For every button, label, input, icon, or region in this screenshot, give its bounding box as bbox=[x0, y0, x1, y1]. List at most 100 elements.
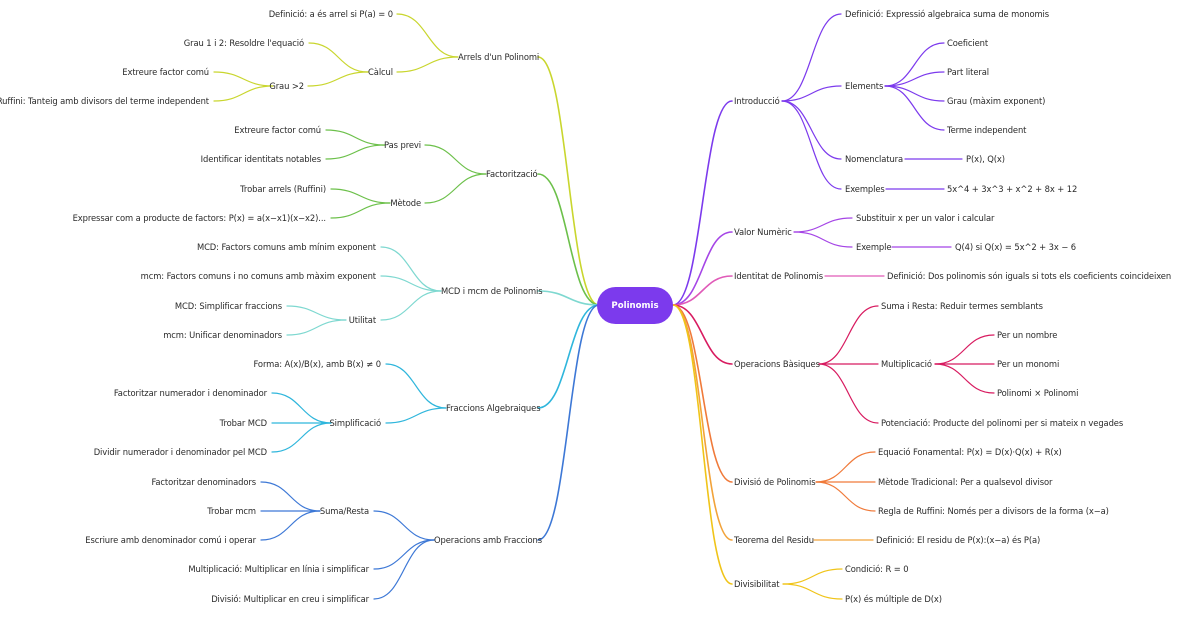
node-valor[interactable]: Valor Numèric bbox=[734, 227, 792, 237]
node-el-coeficient[interactable]: Coeficient bbox=[947, 38, 989, 48]
node-nomenclatura[interactable]: Nomenclatura bbox=[845, 154, 904, 164]
link-fraccions-simp bbox=[385, 407, 447, 424]
link-simp-dividir bbox=[271, 422, 332, 453]
node-operacions[interactable]: Operacions Bàsiques bbox=[734, 359, 820, 369]
node-grau2-ruffini[interactable]: Ruffini: Tanteig amb divisors del terme … bbox=[0, 96, 209, 106]
node-utilitat-mcd[interactable]: MCD: Simplificar fraccions bbox=[174, 301, 282, 311]
link-mcd-utilitat bbox=[380, 290, 442, 321]
link-op-potenciacio bbox=[818, 363, 879, 424]
node-arrels[interactable]: Arrels d'un Polinomi bbox=[458, 52, 540, 62]
link-mcd-def bbox=[380, 246, 442, 292]
node-identitat[interactable]: Identitat de Polinomis bbox=[734, 271, 823, 281]
link-simp-factoritzar bbox=[271, 392, 332, 424]
link-residu bbox=[672, 304, 733, 541]
link-pas-factor bbox=[325, 129, 386, 146]
link-introduccio bbox=[672, 100, 733, 306]
node-pas-previ[interactable]: Pas previ bbox=[384, 140, 421, 150]
node-grau2-factor[interactable]: Extreure factor comú bbox=[122, 67, 209, 77]
node-pas-identitats[interactable]: Identificar identitats notables bbox=[200, 154, 321, 164]
node-div-condicio[interactable]: Condició: R = 0 bbox=[845, 564, 909, 574]
link-metode-arrels bbox=[330, 188, 391, 204]
link-divisio bbox=[672, 304, 733, 483]
node-metode-producte[interactable]: Expressar com a producte de factors: P(x… bbox=[72, 213, 327, 223]
node-op-divisio[interactable]: Divisió: Multiplicar en creu i simplific… bbox=[211, 594, 369, 604]
node-simp-factoritzar[interactable]: Factoritzar numerador i denominador bbox=[113, 388, 267, 398]
node-divisio[interactable]: Divisió de Polinomis bbox=[734, 477, 816, 487]
link-mult-nombre bbox=[934, 334, 995, 365]
link-grau2-ruffini bbox=[213, 85, 274, 102]
node-nomenclatura-value[interactable]: P(x), Q(x) bbox=[966, 154, 1005, 164]
node-elements[interactable]: Elements bbox=[845, 81, 884, 91]
link-arrels-definicio bbox=[396, 13, 459, 58]
node-el-grau[interactable]: Grau (màxim exponent) bbox=[947, 96, 1046, 106]
link-mcm-def bbox=[380, 275, 442, 292]
link-mult-polinomi bbox=[934, 363, 995, 394]
node-exemples-value[interactable]: 5x^4 + 3x^3 + x^2 + 8x + 12 bbox=[947, 184, 1078, 194]
node-factoritzacio[interactable]: Factorització bbox=[486, 169, 538, 179]
link-valor-exemple bbox=[793, 231, 853, 248]
node-el-terme[interactable]: Terme independent bbox=[947, 125, 1027, 135]
node-valor-exemple[interactable]: Exemple bbox=[856, 242, 892, 252]
node-mcm-def[interactable]: mcm: Factors comuns i no comuns amb màxi… bbox=[140, 271, 376, 281]
node-metode[interactable]: Mètode bbox=[390, 198, 421, 208]
link-pas-identitats bbox=[325, 144, 386, 160]
node-div-equacio[interactable]: Equació Fonamental: P(x) = D(x)·Q(x) + R… bbox=[878, 447, 1062, 457]
link-fraccions bbox=[537, 304, 600, 409]
node-div-tradicional[interactable]: Mètode Tradicional: Per a qualsevol divi… bbox=[878, 477, 1053, 487]
node-div-ruffini[interactable]: Regla de Ruffini: Només per a divisors d… bbox=[878, 506, 1109, 516]
node-identitat-definicio[interactable]: Definició: Dos polinomis són iguals si t… bbox=[887, 271, 1172, 281]
node-pas-factor[interactable]: Extreure factor comú bbox=[234, 125, 321, 135]
node-valor-exemple-value[interactable]: Q(4) si Q(x) = 5x^2 + 3x − 6 bbox=[955, 242, 1077, 252]
node-op-multiplicacio[interactable]: Multiplicació: Multiplicar en línia i si… bbox=[188, 564, 369, 574]
node-suma-trobar[interactable]: Trobar mcm bbox=[207, 506, 256, 516]
node-fraccions[interactable]: Fraccions Algebraiques bbox=[446, 403, 541, 413]
node-mult-nombre[interactable]: Per un nombre bbox=[997, 330, 1058, 340]
node-op-suma[interactable]: Suma i Resta: Reduir termes semblants bbox=[881, 301, 1043, 311]
node-el-literal[interactable]: Part literal bbox=[947, 67, 989, 77]
link-intro-elements bbox=[781, 85, 842, 102]
node-simp-dividir[interactable]: Dividir numerador i denominador pel MCD bbox=[93, 447, 267, 457]
link-el-terme bbox=[884, 85, 945, 131]
link-valor-substituir bbox=[793, 217, 853, 233]
node-mult-polinomi[interactable]: Polinomi × Polinomi bbox=[997, 388, 1079, 398]
node-operacions-fraccions[interactable]: Operacions amb Fraccions bbox=[434, 535, 543, 545]
node-suma-resta[interactable]: Suma/Resta bbox=[319, 506, 369, 516]
link-valor bbox=[672, 231, 733, 306]
node-simp-trobar[interactable]: Trobar MCD bbox=[219, 418, 267, 428]
link-divisibilitat bbox=[672, 304, 733, 585]
node-intro-definicio[interactable]: Definició: Expressió algebraica suma de … bbox=[845, 9, 1050, 19]
node-suma-factoritzar[interactable]: Factoritzar denominadors bbox=[151, 477, 256, 487]
node-simplificacio[interactable]: Simplificació bbox=[329, 418, 381, 428]
link-suma-factoritzar bbox=[260, 481, 321, 512]
node-arrels-definicio[interactable]: Definició: a és arrel si P(a) = 0 bbox=[268, 9, 393, 19]
node-grau12[interactable]: Grau 1 i 2: Resoldre l'equació bbox=[183, 38, 304, 48]
node-grau2[interactable]: Grau >2 bbox=[269, 81, 304, 91]
link-div-ruffini bbox=[815, 481, 876, 512]
node-residu[interactable]: Teorema del Residu bbox=[734, 535, 814, 545]
node-op-potenciacio[interactable]: Potenciació: Producte del polinomi per s… bbox=[881, 418, 1124, 428]
node-fraccions-forma[interactable]: Forma: A(x)/B(x), amb B(x) ≠ 0 bbox=[253, 359, 382, 369]
node-mult-monomi[interactable]: Per un monomi bbox=[997, 359, 1060, 369]
root-node[interactable]: Polinomis bbox=[597, 287, 673, 324]
node-utilitat-mcm[interactable]: mcm: Unificar denominadors bbox=[163, 330, 282, 340]
node-mcd-def[interactable]: MCD: Factors comuns amb mínim exponent bbox=[196, 242, 376, 252]
node-op-multiplicacio-r[interactable]: Multiplicació bbox=[881, 359, 932, 369]
link-opf-suma bbox=[373, 510, 435, 541]
node-mcd[interactable]: MCD i mcm de Polinomis bbox=[441, 286, 543, 296]
node-divisibilitat[interactable]: Divisibilitat bbox=[734, 579, 780, 589]
link-el-literal bbox=[884, 71, 945, 87]
node-suma-escriure[interactable]: Escriure amb denominador comú i operar bbox=[85, 535, 256, 545]
node-introduccio[interactable]: Introducció bbox=[734, 96, 780, 106]
node-div-multiple[interactable]: P(x) és múltiple de D(x) bbox=[845, 594, 942, 604]
link-suma-escriure bbox=[260, 510, 321, 541]
node-exemples[interactable]: Exemples bbox=[845, 184, 885, 194]
link-intro-definicio bbox=[781, 13, 842, 102]
node-utilitat[interactable]: Utilitat bbox=[348, 315, 376, 325]
node-valor-substituir[interactable]: Substituir x per un valor i calcular bbox=[856, 213, 995, 223]
node-residu-definicio[interactable]: Definició: El residu de P(x):(x−a) és P(… bbox=[876, 535, 1041, 545]
node-calcul[interactable]: Càlcul bbox=[368, 67, 393, 77]
node-metode-arrels[interactable]: Trobar arrels (Ruffini) bbox=[240, 184, 326, 194]
link-div-equacio bbox=[815, 451, 876, 483]
link-fact-metode bbox=[424, 173, 487, 204]
